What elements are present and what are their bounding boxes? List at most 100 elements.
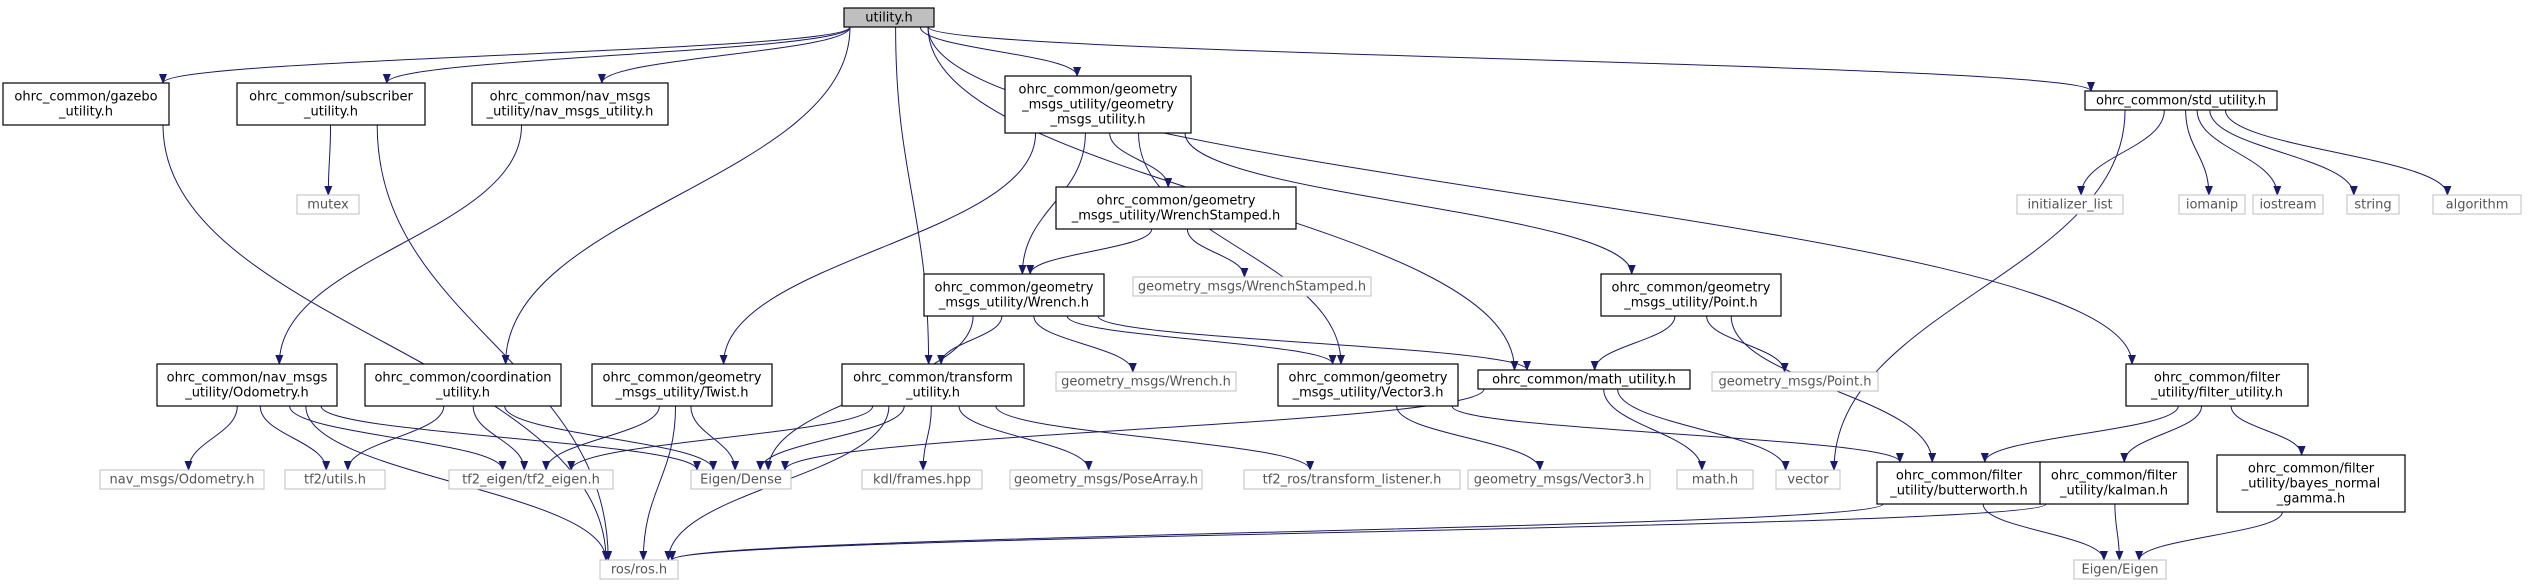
node-label: utility.h [865,11,912,26]
node-box [99,469,265,490]
node-label: _utility/Odometry.h [184,386,309,401]
node-tf2utils: tf2/utils.h [284,469,386,490]
node-label: ohrc_common/geometry [935,281,1094,296]
node-label: ohrc_common/nav_msgs [167,371,328,386]
node-geomsgs[interactable]: ohrc_common/geometry_msgs_utility/geomet… [1004,75,1192,134]
node-rosh: ros/ros.h [599,559,679,580]
node-box [1775,469,1841,490]
node-label: _utility/filter_utility.h [2150,386,2283,401]
node-string: string [2346,194,2400,215]
node-mathutil[interactable]: ohrc_common/math_utility.h [1477,369,1691,390]
edge-coordination-tf2eigen [472,405,529,471]
node-box [2346,194,2400,215]
edge-wrench-vector3 [1066,315,1337,365]
node-label: vector [1787,473,1829,488]
edge-odometry-tf2utils [259,405,331,471]
node-label: mutex [307,198,349,213]
node-box [599,559,679,580]
node-box [1600,273,1782,317]
node-label: _gamma.h [2276,492,2345,507]
node-transform[interactable]: ohrc_common/transform_utility.h [841,363,1025,407]
edge-twist-rosh [639,405,677,561]
node-label: geometry_msgs/Wrench.h [1061,375,1231,390]
node-label: tf2_ros/transform_listener.h [1263,473,1442,488]
node-wrenchstamped[interactable]: ohrc_common/geometry_msgs_utility/Wrench… [1055,186,1297,230]
edge-transform-eigendense [756,405,905,471]
node-navmsgs[interactable]: ohrc_common/nav_msgs_utility/nav_msgs_ut… [471,82,669,126]
edge-stdutil-iomanip [2185,109,2213,196]
node-algorithm: algorithm [2432,194,2522,215]
node-box [2,82,170,126]
node-box [471,82,669,126]
node-box [156,363,338,407]
node-odometry[interactable]: ohrc_common/nav_msgs_utility/Odometry.h [156,363,338,407]
node-label: _utility.h [905,386,960,401]
node-kalman[interactable]: ohrc_common/filter_utility/kalman.h [2039,461,2189,505]
node-initlist: initializer_list [2016,194,2124,215]
node-label: geometry_msgs/Point.h [1719,375,1872,390]
node-label: nav_msgs/Odometry.h [110,473,255,488]
edge-stdutil-iostream [2196,109,2282,196]
node-point[interactable]: ohrc_common/geometry_msgs_utility/Point.… [1600,273,1782,317]
edge-transform-tf2eigen [567,405,874,471]
edge-utility-gazebo [159,26,851,84]
node-label: tf2_eigen/tf2_eigen.h [462,473,600,488]
node-wrench[interactable]: ohrc_common/geometry_msgs_utility/Wrench… [923,273,1105,317]
edge-wrenchstamped-wrench [1026,228,1153,275]
node-box [1711,371,1879,392]
edge-mathutil-mathh [1603,388,1706,471]
edge-gazebo-rosh [162,124,610,561]
edge-bayes-eigeneigen [2135,511,2283,561]
node-label: geometry_msgs/WrenchStamped.h [1138,280,1366,295]
nodes-layer: utility.hohrc_common/gazebo_utility.hohr… [2,7,2522,580]
node-subscriber[interactable]: ohrc_common/subscriber_utility.h [236,82,426,126]
node-stdutil[interactable]: ohrc_common/std_utility.h [2084,90,2278,111]
node-vector3[interactable]: ohrc_common/geometry_msgs_utility/Vector… [1277,363,1459,407]
node-label: algorithm [2446,198,2509,213]
edge-geomsgs-wrench [1018,132,1086,275]
node-label: Eigen/Eigen [2081,563,2158,578]
node-box [448,469,614,490]
edge-stdutil-string [2209,109,2358,196]
node-bayes[interactable]: ohrc_common/filter_utility/bayes_normal_… [2216,454,2406,513]
node-label: _utility/butterworth.h [1889,484,2028,499]
node-box [841,363,1025,407]
node-label: ohrc_common/coordination [374,371,551,386]
edge-utility-filterutil [927,26,2136,365]
node-label: ohrc_common/math_utility.h [1492,373,1676,388]
node-gm_vector3: geometry_msgs/Vector3.h [1467,469,1651,490]
node-label: ros/ros.h [611,563,667,578]
node-label: _msgs_utility.h [1050,113,1146,128]
node-label: iostream [2259,198,2316,213]
edge-utility-subscriber [382,26,851,84]
node-label: ohrc_common/nav_msgs [490,90,651,105]
edge-transform-gm_posearray [958,405,1093,471]
edge-vector3-butterworth [1451,405,1904,463]
node-box [843,7,935,28]
node-label: ohrc_common/geometry [1289,371,1448,386]
node-box [296,194,360,215]
edge-odometry-eigendense [320,405,701,471]
edge-kalman-rosh [668,503,2047,561]
node-nav_odometry: nav_msgs/Odometry.h [99,469,265,490]
edge-filterutil-bayes [2230,405,2306,456]
node-utility[interactable]: utility.h [843,7,935,28]
edge-geomsgs-wrenchstamped [1109,132,1173,188]
edge-wrenchstamped-gm_wrenchstamped [1186,228,1249,278]
node-filterutil[interactable]: ohrc_common/filter_utility/filter_utilit… [2125,363,2309,407]
node-label: _utility.h [435,386,490,401]
node-iomanip: iomanip [2178,194,2246,215]
node-gm_wrenchstamped: geometry_msgs/WrenchStamped.h [1132,276,1372,297]
edge-geomsgs-vector3 [1138,132,1345,365]
edge-subscriber-rosh [376,124,613,561]
edge-subscriber-mutex [324,124,333,196]
node-vector: vector [1775,469,1841,490]
node-box [1277,363,1459,407]
node-gazebo[interactable]: ohrc_common/gazebo_utility.h [2,82,170,126]
node-coordination[interactable]: ohrc_common/coordination_utility.h [364,363,562,407]
node-twist[interactable]: ohrc_common/geometry_msgs_utility/Twist.… [591,363,773,407]
node-butterworth[interactable]: ohrc_common/filter_utility/butterworth.h [1876,461,2042,505]
node-box [2178,194,2246,215]
edge-kalman-eigeneigen [2114,503,2124,561]
node-label: _msgs_utility/Wrench.h [938,296,1089,311]
